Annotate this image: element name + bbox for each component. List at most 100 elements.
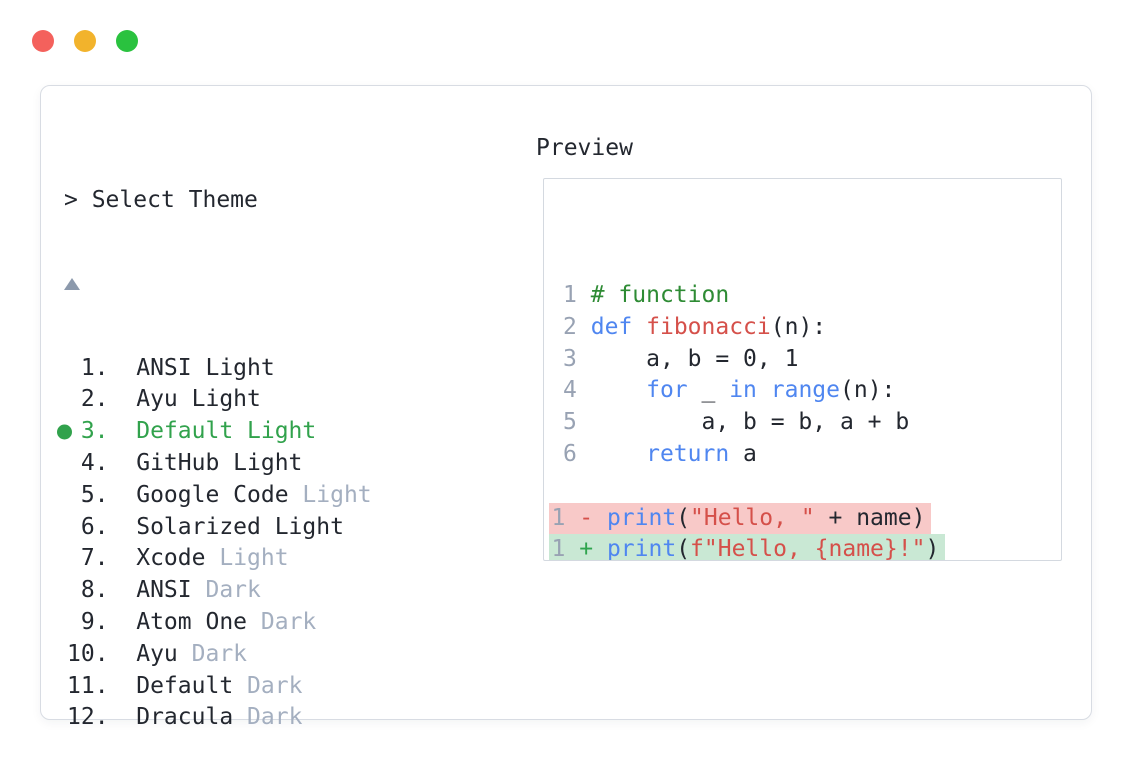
theme-item-xcode[interactable]: 7. Xcode Light (41, 543, 869, 575)
theme-item-label: ANSI Light (136, 354, 275, 381)
code-blank-line (563, 471, 1061, 503)
line-number: 5 (563, 409, 577, 436)
theme-item-label: Ayu (136, 640, 178, 667)
theme-item-number: 4. (80, 449, 109, 476)
theme-item-atom-one[interactable]: 9. Atom One Dark (41, 607, 869, 639)
minimize-button[interactable] (74, 30, 96, 52)
theme-item-solarized-light[interactable]: 6. Solarized Light (41, 512, 869, 544)
code-token: ( (676, 536, 691, 561)
theme-item-variant: Light (219, 545, 289, 572)
theme-item-ansi-light[interactable]: 1. ANSI Light (41, 353, 869, 385)
code-token: a, b = b, a + b (590, 409, 910, 436)
code-token: fibonacci (646, 313, 771, 340)
theme-item-label: Ayu Light (136, 386, 261, 413)
code-line: 3 a, b = 0, 1 (563, 344, 1061, 376)
code-token: for (646, 377, 688, 404)
theme-item-ansi[interactable]: 8. ANSI Dark (41, 575, 869, 607)
line-number: 1 (551, 536, 566, 561)
code-line: 2 def fibonacci(n): (563, 312, 1061, 344)
diff-line-add: 1 + print(f"Hello, {name}!") (548, 534, 1061, 560)
code-token: "Hello, " (690, 504, 815, 531)
theme-item-label: Default Light (136, 418, 317, 445)
theme-item-variant: Dark (205, 577, 261, 604)
diff-highlight-del: 1 - print("Hello, " + name) (548, 502, 932, 535)
code-line: 6 return a (563, 439, 1061, 471)
code-token: print (606, 504, 677, 531)
theme-item-variant: Dark (260, 608, 317, 635)
theme-item-label: Google Code (136, 481, 289, 508)
code-token (632, 314, 646, 340)
theme-item-number: 1. (80, 354, 109, 381)
line-number: 6 (563, 440, 577, 467)
diff-highlight-add: 1 + print(f"Hello, {name}!") (548, 534, 946, 561)
prompt-symbol: > (64, 187, 92, 213)
theme-item-number: 10. (67, 640, 109, 667)
theme-item-number: 6. (80, 513, 109, 540)
code-token: + (579, 536, 594, 561)
code-token: # function (590, 282, 730, 308)
theme-item-ayu[interactable]: 10. Ayu Dark (41, 639, 869, 671)
code-token: a (729, 440, 757, 467)
code-token (591, 441, 646, 467)
code-token: range (770, 377, 841, 404)
theme-item-number: 5. (80, 481, 109, 508)
code-token (593, 536, 607, 560)
prompt-line: > Select Theme (41, 185, 869, 217)
code-token: + name) (814, 504, 926, 531)
theme-item-github-light[interactable]: 4. GitHub Light (41, 448, 869, 480)
theme-item-default[interactable]: 11. Default Dark (41, 671, 869, 703)
theme-item-google-code[interactable]: 5. Google Code Light (41, 480, 869, 512)
line-number: 1 (563, 282, 577, 308)
code-token: ) (925, 536, 940, 561)
theme-item-number: 3. (80, 418, 109, 445)
theme-item-variant: Dark (191, 640, 248, 667)
theme-item-label: Dracula (136, 704, 234, 731)
code-token: - (579, 504, 594, 531)
theme-item-variant: Dark (247, 704, 303, 731)
code-line: 5 a, b = b, a + b (563, 407, 1061, 439)
theme-item-label: Solarized Light (136, 513, 344, 540)
theme-item-number: 2. (80, 386, 109, 413)
theme-item-number: 11. (67, 672, 109, 699)
code-line: 1 # function (563, 280, 1061, 312)
theme-item-dracula[interactable]: 12. Dracula Dark (41, 702, 869, 734)
scroll-up-icon[interactable] (64, 278, 80, 291)
picker-title: Select Theme (91, 187, 258, 213)
code-token: ( (676, 504, 691, 531)
scroll-up-row (41, 269, 869, 301)
theme-item-number: 8. (80, 577, 109, 604)
code-token (757, 377, 771, 403)
selected-indicator-icon (57, 424, 72, 440)
code-token: def (590, 313, 633, 340)
line-number: 2 (563, 313, 577, 340)
code-token: return (646, 440, 730, 467)
theme-item-label: Default (136, 672, 234, 699)
theme-item-ayu-light[interactable]: 2. Ayu Light (41, 384, 869, 416)
theme-item-variant: Light (302, 481, 372, 508)
code-token: a, b = 0, 1 (590, 345, 799, 372)
theme-item-label: Xcode (136, 545, 206, 572)
theme-item-number: 7. (80, 545, 109, 572)
theme-item-variant: Dark (247, 672, 303, 699)
line-number: 3 (563, 345, 577, 372)
code-token (593, 505, 607, 531)
zoom-button[interactable] (116, 30, 138, 52)
theme-item-default-light[interactable]: 3. Default Light (41, 416, 869, 448)
preview-title: Preview (536, 135, 633, 161)
theme-item-number: 12. (67, 704, 109, 731)
diff-line-del: 1 - print("Hello, " + name) (548, 502, 1061, 535)
code-token (591, 377, 646, 403)
code-line: 4 for _ in range(n): (563, 375, 1061, 407)
code-token: print (606, 536, 677, 561)
code-token: _ (687, 377, 730, 404)
code-token: (n): (840, 377, 896, 404)
close-button[interactable] (32, 30, 54, 52)
theme-item-number: 9. (80, 608, 109, 635)
code-token: f"Hello, {name}!" (690, 536, 926, 561)
